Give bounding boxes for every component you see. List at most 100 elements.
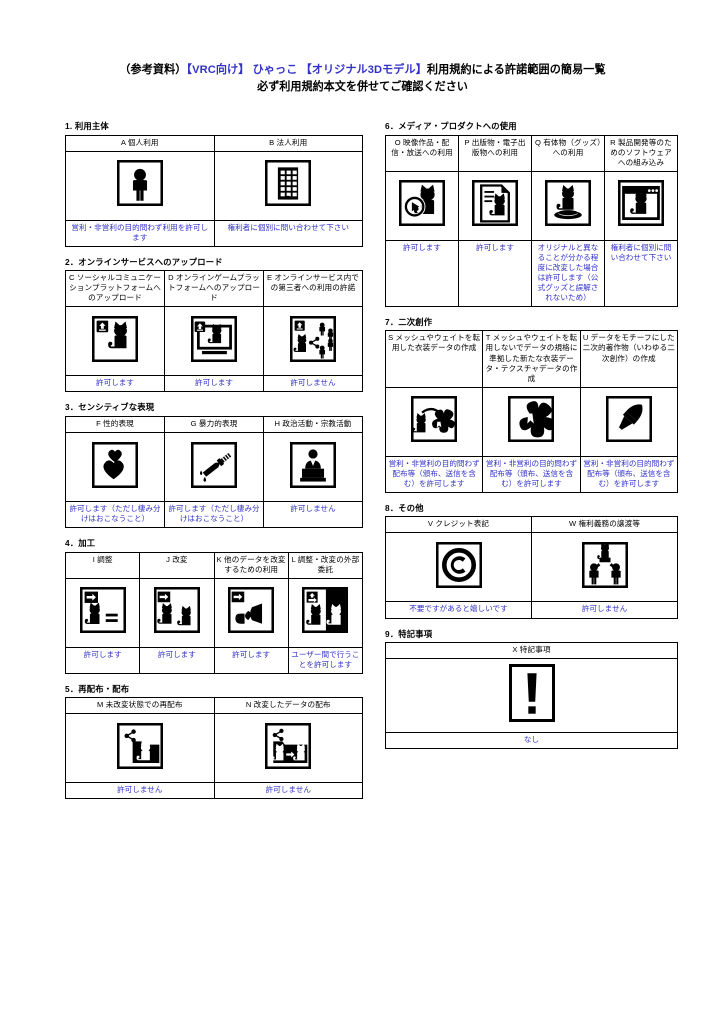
clothes-icon	[508, 396, 555, 443]
table-icon-row	[385, 170, 678, 241]
title-line-2: 必ず利用規約本文を併せてご確認ください	[257, 81, 468, 94]
table-permission-row: 許可します許可しますオリジナルと異なることが分かる程度に改変した場合は許可します…	[385, 239, 678, 307]
transfer-people-cat-icon	[581, 541, 628, 588]
arrow-cat-ribbon-icon	[228, 587, 275, 634]
table-icon-row	[385, 532, 678, 603]
item-label-H: H 政治活動・宗教活動	[263, 415, 363, 434]
table-permission-row: なし	[385, 732, 678, 750]
table-permission-row: 許可します許可します許可しますユーザー間で行うことを許可します	[64, 646, 364, 674]
item-permission-H: 許可しません	[263, 501, 363, 529]
section-heading: 4．加工	[65, 538, 96, 549]
item-label-W: W 権利義務の譲渡等	[531, 516, 678, 534]
table-permission-row: 許可しません許可しません	[65, 782, 363, 800]
item-icon-cell-C	[65, 306, 165, 377]
item-label-O: O 映像作品・配信・放送への利用	[385, 134, 459, 172]
arrow-cat-to-cat-icon	[153, 587, 200, 634]
building-icon	[265, 160, 312, 207]
exclamation-icon	[508, 664, 555, 723]
table-icon-row	[65, 150, 363, 221]
item-label-L: L 調整・改変の外部委託	[287, 551, 364, 579]
item-label-M: M 未改変状態での再配布	[65, 697, 215, 715]
item-icon-cell-V	[385, 532, 532, 603]
arrow-cat-equals-icon	[79, 587, 126, 634]
item-label-K: K 他のデータを改変するための利用	[213, 551, 289, 579]
item-label-D: D オンラインゲームプラットフォームへのアップロード	[164, 270, 264, 308]
item-permission-K: 許可します	[213, 646, 289, 674]
item-permission-U: 営利・非営利の目的問わず配布等（頒布、送信を含む）を許可します	[579, 455, 679, 493]
document-title: （参考資料）【VRC向け】 ひゃっこ 【オリジナル3Dモデル】利用規約による許諾…	[0, 62, 725, 96]
table-permission-row: 許可します（ただし棲み分けはおこなうこと）許可します（ただし棲み分けはおこなうこ…	[65, 501, 363, 529]
figurine-cat-icon	[545, 180, 591, 227]
item-permission-T: 営利・非営利の目的問わず配布等（頒布、送信を含む）を許可します	[482, 455, 581, 493]
item-label-N: N 改変したデータの配布	[213, 697, 363, 715]
copyright-icon	[435, 541, 482, 588]
video-play-cat-icon	[399, 180, 445, 227]
item-label-G: G 暴力的表現	[164, 415, 264, 434]
item-permission-D: 許可します	[164, 375, 264, 393]
item-permission-F: 許可します（ただし棲み分けはおこなうこと）	[65, 501, 165, 529]
item-label-A: A 個人利用	[65, 134, 215, 152]
table-icon-row	[64, 577, 364, 648]
upload-cat-icon	[92, 315, 138, 362]
item-icon-cell-F	[65, 432, 165, 503]
item-label-U: U データをモチーフにした二次的著作物（いわゆる二次創作）の作成	[579, 330, 679, 388]
software-window-cat-icon	[618, 180, 664, 227]
item-icon-cell-N	[213, 713, 363, 784]
table-icon-row	[65, 306, 363, 377]
item-permission-A: 営利・非営利の目的問わず利用を許可します	[65, 219, 215, 247]
section-heading: 9．特記事項	[385, 628, 433, 639]
item-permission-S: 営利・非営利の目的問わず配布等（頒布、送信を含む）を許可します	[384, 455, 484, 493]
item-label-J: J 改変	[139, 551, 215, 579]
paintbrush-icon	[605, 396, 652, 443]
item-label-Q: Q 有体物（グッズ）への利用	[531, 134, 605, 172]
title-line-1: （参考資料）【VRC向け】 ひゃっこ 【オリジナル3Dモデル】利用規約による許諾…	[0, 62, 725, 79]
item-permission-W: 許可しません	[531, 601, 678, 619]
hearts-icon	[92, 441, 138, 488]
item-label-P: P 出版物・電子出版物への利用	[458, 134, 532, 172]
item-permission-R: 権利者に個別に問い合わせて下さい	[604, 239, 678, 307]
item-icon-cell-I	[64, 577, 141, 648]
item-label-R: R 製品開発等のためのソフトウェアへの組み込み	[604, 134, 678, 172]
title-part-scope: 利用規約による許諾範囲の簡易一覧	[426, 64, 606, 76]
item-icon-cell-U	[579, 386, 679, 457]
table-permission-row: 営利・非営利の目的問わず利用を許可します権利者に個別に問い合わせて下さい	[65, 219, 363, 247]
item-permission-J: 許可します	[139, 646, 215, 674]
table-permission-row: 不要ですがあると嬉しいです許可しません	[385, 601, 678, 619]
item-permission-P: 許可します	[458, 239, 532, 307]
item-icon-cell-W	[531, 532, 678, 603]
title-part-model: 【VRC向け】 ひゃっこ 【オリジナル3Dモデル】	[186, 64, 427, 76]
section-heading: 6．メディア・プロダクトへの使用	[385, 121, 517, 131]
item-icon-cell-B	[213, 150, 363, 221]
knife-blood-icon	[191, 441, 237, 488]
table-header-row: X 特記事項	[385, 641, 678, 660]
item-permission-M: 許可しません	[65, 782, 215, 800]
share-folder-modified-cat-icon	[265, 722, 312, 769]
table-icon-row	[384, 386, 679, 457]
page-cat-icon	[472, 180, 518, 227]
person-icon	[116, 160, 163, 207]
share-folder-cat-icon	[116, 722, 163, 769]
permission-table: X 特記事項なし	[385, 641, 678, 750]
item-label-E: E オンラインサービス内での第三者への利用の許諾	[263, 270, 363, 308]
item-permission-O: 許可します	[385, 239, 459, 307]
item-label-X: X 特記事項	[385, 641, 678, 660]
item-icon-cell-A	[65, 150, 215, 221]
